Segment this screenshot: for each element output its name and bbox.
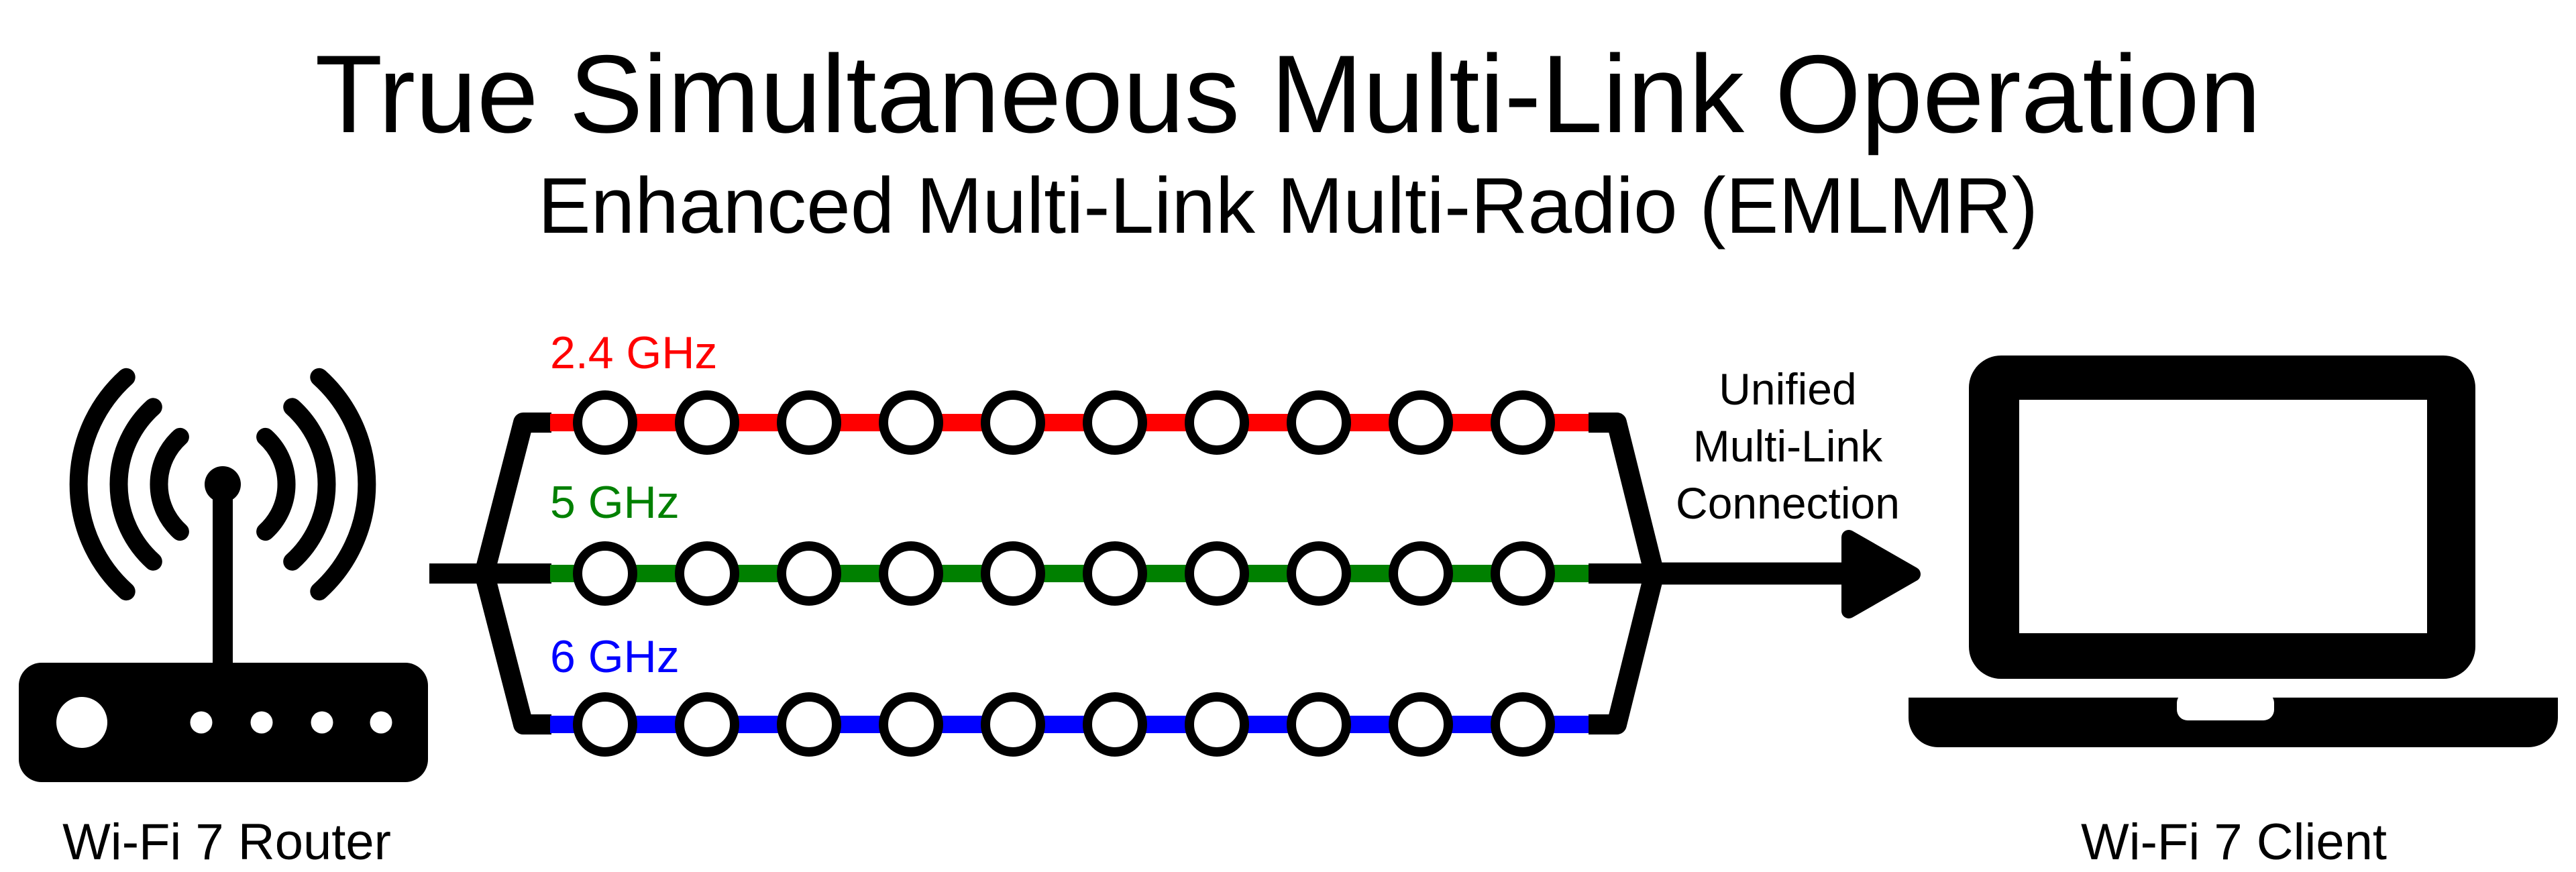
packet-circle-6-ghz: [1185, 692, 1249, 757]
packet-circle-6-ghz: [1389, 692, 1453, 757]
packet-circle-2-4-ghz: [1389, 390, 1453, 455]
packet-circle-5-ghz: [981, 541, 1045, 606]
packet-circle-2-4-ghz: [981, 390, 1045, 455]
page-title: True Simultaneous Multi-Link Operation: [315, 32, 2261, 156]
router-signal-arcs-right: [256, 368, 376, 601]
arrow-head: [1841, 530, 1921, 618]
packet-circle-5-ghz: [573, 541, 637, 606]
router-antenna-mast: [213, 490, 233, 684]
packet-circle-5-ghz: [1185, 541, 1249, 606]
packet-circle-6-ghz: [981, 692, 1045, 757]
packet-circle-5-ghz: [879, 541, 943, 606]
page-subtitle: Enhanced Multi-Link Multi-Radio (EMLMR): [537, 162, 2039, 250]
router-led: [56, 697, 107, 748]
unified-connection-label: Unified Multi-Link Connection: [1637, 361, 1939, 532]
packet-circle-2-4-ghz: [573, 390, 637, 455]
packet-circle-2-4-ghz: [1083, 390, 1147, 455]
unified-arrow: [1654, 530, 1921, 618]
packet-circle-5-ghz: [1491, 541, 1555, 606]
packet-circle-6-ghz: [879, 692, 943, 757]
unified-label-line: Unified: [1719, 364, 1857, 414]
router-dot: [370, 711, 392, 734]
packet-circle-6-ghz: [675, 692, 739, 757]
packets-layer: [573, 390, 1555, 757]
packet-circle-2-4-ghz: [879, 390, 943, 455]
left-bracket: [429, 413, 551, 734]
packet-circle-5-ghz: [1083, 541, 1147, 606]
packet-circle-2-4-ghz: [1287, 390, 1351, 455]
packet-circle-2-4-ghz: [1185, 390, 1249, 455]
band-label-2-4-ghz: 2.4 GHz: [550, 327, 718, 378]
packet-circle-6-ghz: [1083, 692, 1147, 757]
router-icon: [19, 368, 428, 782]
unified-label-line: Connection: [1676, 478, 1900, 529]
packet-circle-2-4-ghz: [675, 390, 739, 455]
packet-circle-5-ghz: [777, 541, 841, 606]
laptop-notch: [2177, 692, 2274, 720]
router-dot: [190, 711, 213, 734]
band-label-6-ghz: 6 GHz: [550, 631, 680, 682]
packet-circle-6-ghz: [1491, 692, 1555, 757]
router-dot: [250, 711, 273, 734]
packet-circle-5-ghz: [1287, 541, 1351, 606]
packet-circle-2-4-ghz: [777, 390, 841, 455]
router-antenna-ball: [205, 466, 241, 502]
packet-circle-6-ghz: [573, 692, 637, 757]
packet-circle-2-4-ghz: [1491, 390, 1555, 455]
band-label-5-ghz: 5 GHz: [550, 477, 680, 528]
router-label: Wi-Fi 7 Router: [62, 814, 391, 871]
unified-label-line: Multi-Link: [1693, 421, 1883, 472]
packet-circle-6-ghz: [1287, 692, 1351, 757]
client-label: Wi-Fi 7 Client: [2080, 814, 2387, 871]
packet-circle-6-ghz: [777, 692, 841, 757]
packet-circle-5-ghz: [675, 541, 739, 606]
laptop-base: [1909, 698, 2558, 747]
packet-circle-5-ghz: [1389, 541, 1453, 606]
router-signal-arcs-left: [69, 368, 189, 601]
router-dot: [311, 711, 333, 734]
laptop-icon: [1909, 356, 2558, 747]
router-body: [19, 663, 428, 782]
laptop-screen: [2019, 400, 2427, 633]
